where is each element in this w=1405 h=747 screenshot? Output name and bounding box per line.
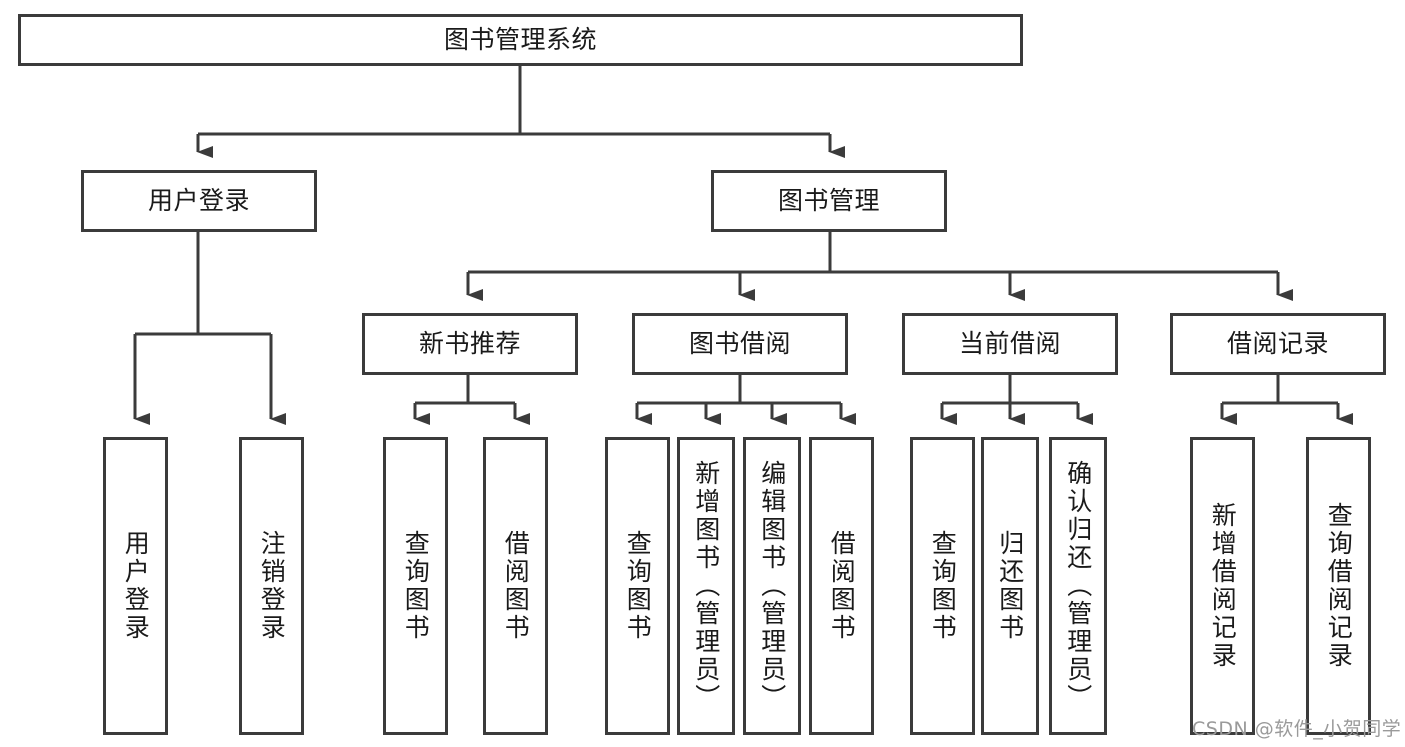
node-label: 用户登录 <box>121 530 151 642</box>
node-leaf-confirm-return-admin[interactable]: 确认归还（管理员） <box>1049 437 1107 735</box>
node-leaf-add-borrow-record[interactable]: 新增借阅记录 <box>1190 437 1255 735</box>
node-label: 查询借阅记录 <box>1324 502 1354 670</box>
node-label: 查询图书 <box>401 530 431 642</box>
node-leaf-user-login[interactable]: 用户登录 <box>103 437 168 735</box>
node-leaf-return-book[interactable]: 归还图书 <box>981 437 1039 735</box>
node-label: 图书管理系统 <box>443 25 597 55</box>
node-leaf-borrow-book-recommend[interactable]: 借阅图书 <box>483 437 548 735</box>
node-label: 新增借阅记录 <box>1208 502 1238 670</box>
node-label: 当前借阅 <box>958 329 1061 359</box>
node-leaf-query-borrow-record[interactable]: 查询借阅记录 <box>1306 437 1371 735</box>
node-label: 借阅图书 <box>827 530 857 642</box>
node-leaf-query-book-current[interactable]: 查询图书 <box>910 437 975 735</box>
node-leaf-query-book-borrow[interactable]: 查询图书 <box>605 437 670 735</box>
node-borrow-record[interactable]: 借阅记录 <box>1170 313 1386 375</box>
node-current-borrow[interactable]: 当前借阅 <box>902 313 1118 375</box>
csdn-watermark: CSDN @软件_小贺同学 <box>1192 718 1402 740</box>
node-label: 借阅图书 <box>501 530 531 642</box>
node-leaf-add-book-admin[interactable]: 新增图书（管理员） <box>677 437 735 735</box>
node-label: 归还图书 <box>995 530 1025 642</box>
node-label: 借阅记录 <box>1226 329 1329 359</box>
node-label: 确认归还（管理员） <box>1063 460 1093 712</box>
node-leaf-borrow-book[interactable]: 借阅图书 <box>809 437 874 735</box>
node-new-book-recommend[interactable]: 新书推荐 <box>362 313 578 375</box>
node-label: 注销登录 <box>257 530 287 642</box>
node-book-borrow[interactable]: 图书借阅 <box>632 313 848 375</box>
node-label: 编辑图书（管理员） <box>757 460 787 712</box>
node-label: 用户登录 <box>147 186 250 216</box>
node-leaf-query-book-recommend[interactable]: 查询图书 <box>383 437 448 735</box>
node-label: 查询图书 <box>623 530 653 642</box>
node-label: 查询图书 <box>928 530 958 642</box>
node-leaf-logout[interactable]: 注销登录 <box>239 437 304 735</box>
node-root-library-management-system[interactable]: 图书管理系统 <box>18 14 1023 66</box>
node-leaf-edit-book-admin[interactable]: 编辑图书（管理员） <box>743 437 801 735</box>
node-book-management[interactable]: 图书管理 <box>711 170 947 232</box>
node-label: 新书推荐 <box>418 329 521 359</box>
node-label: 图书借阅 <box>688 329 791 359</box>
node-label: 图书管理 <box>777 186 880 216</box>
node-user-login[interactable]: 用户登录 <box>81 170 317 232</box>
node-label: 新增图书（管理员） <box>691 460 721 712</box>
